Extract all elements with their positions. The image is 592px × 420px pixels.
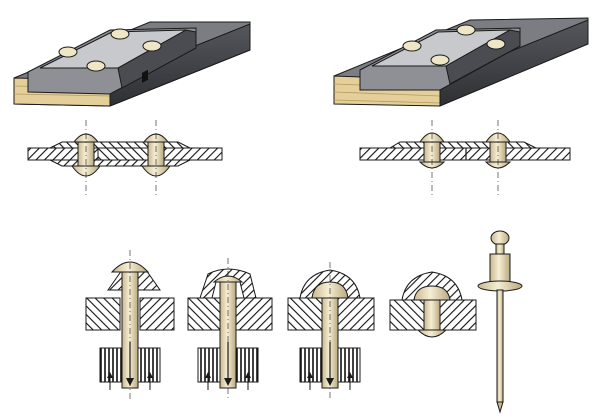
riveting-step-4	[389, 271, 477, 338]
rivet-head-icon	[110, 28, 130, 40]
riveting-step-1	[85, 250, 175, 400]
rivet-head-icon	[142, 40, 162, 52]
rivet-shank	[423, 299, 441, 331]
rivet-tail-icon	[71, 165, 101, 177]
rivet-head-icon	[402, 40, 422, 52]
rivet-head-icon	[430, 54, 450, 66]
rivet-head-icon	[486, 38, 506, 50]
double-strap-section	[359, 120, 571, 198]
mandrel-head-icon	[490, 230, 510, 246]
rivet-head-icon	[212, 275, 244, 283]
riveting-step-2	[187, 258, 273, 400]
rivet-body	[489, 253, 511, 285]
riveting-step-3	[287, 262, 375, 400]
rivet-head-icon	[456, 24, 476, 36]
rivet-tail-icon	[141, 165, 171, 177]
mandrel-stem	[496, 289, 504, 403]
rivet-head-icon	[58, 46, 78, 58]
rivet-head-icon	[86, 60, 106, 72]
blind-rivet	[477, 230, 523, 414]
rivet-tail-icon	[416, 329, 448, 338]
lower-plate-side	[109, 23, 251, 107]
rivet-head-icon	[413, 285, 451, 301]
double-strap-joint	[333, 17, 589, 107]
single-strap-section	[27, 120, 223, 198]
single-strap-joint	[13, 21, 251, 107]
